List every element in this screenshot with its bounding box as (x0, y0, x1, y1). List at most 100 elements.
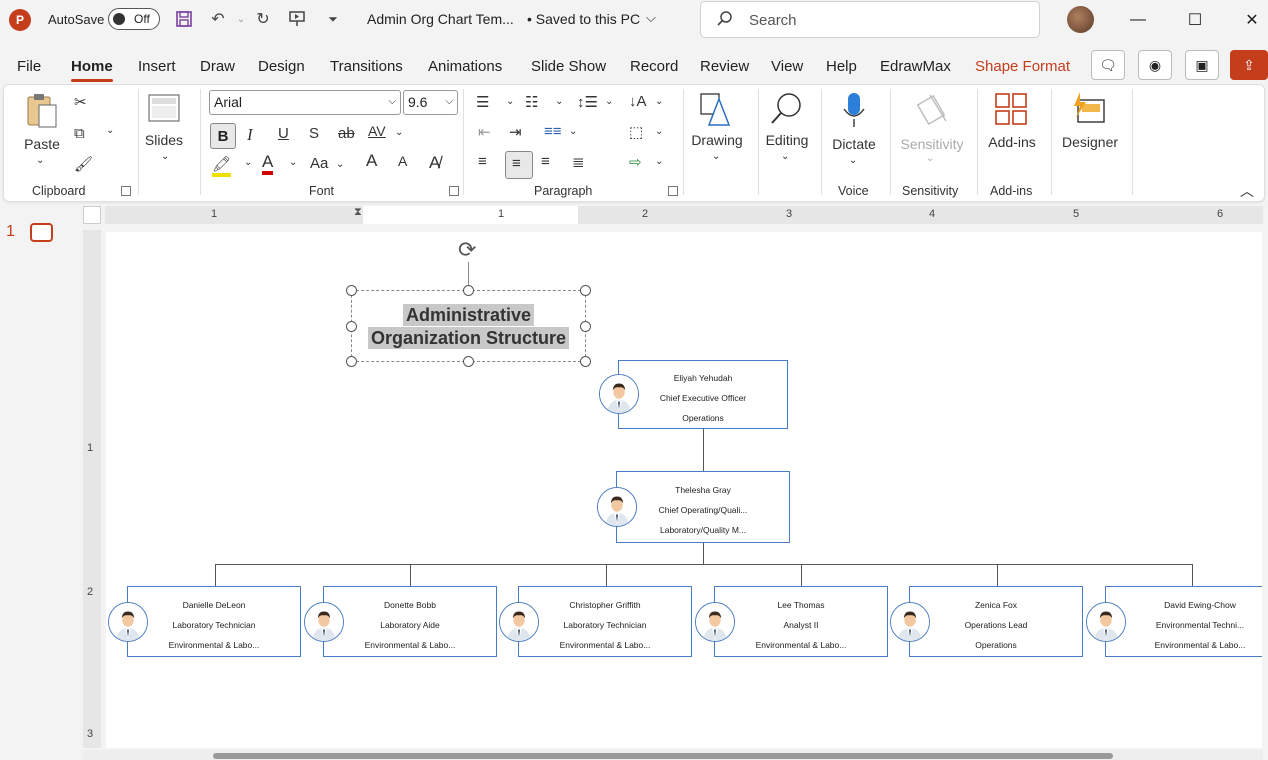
copy-icon[interactable]: ⧉ (74, 125, 85, 142)
tab-draw[interactable]: Draw (200, 58, 236, 75)
smartart-icon[interactable]: ⇨ (629, 154, 642, 171)
customize-toolbar-icon[interactable]: ⏷ (328, 11, 338, 26)
align-left-icon[interactable]: ≡ (478, 153, 487, 170)
paste-dropdown-icon[interactable]: ⌄ (36, 155, 45, 166)
resize-handle[interactable] (580, 356, 591, 367)
numbering-icon[interactable]: ☷ (525, 94, 539, 111)
sensitivity-icon[interactable] (916, 91, 950, 127)
designer-button[interactable]: Designer (1061, 134, 1119, 150)
decrease-indent-icon[interactable]: ⇤ (478, 124, 491, 141)
dictate-dropdown-icon[interactable]: ⌄ (849, 155, 858, 166)
align-text-icon[interactable]: ⬚ (629, 124, 644, 141)
horizontal-ruler[interactable]: 1 1 2 3 4 5 6 ⧗ (105, 206, 1263, 224)
indent-marker-icon[interactable]: ⧗ (354, 206, 362, 218)
font-color-icon[interactable]: A (262, 153, 274, 175)
slides-dropdown-icon[interactable]: ⌄ (161, 151, 170, 162)
editing-dropdown-icon[interactable]: ⌄ (781, 151, 790, 162)
paste-icon[interactable] (24, 91, 60, 131)
editing-button[interactable]: Editing (765, 132, 809, 148)
line-spacing-dropdown-icon[interactable]: ⌄ (605, 96, 614, 107)
resize-handle[interactable] (580, 321, 591, 332)
character-spacing-button[interactable]: AV (368, 123, 386, 139)
vertical-ruler[interactable]: 1 2 3 (83, 230, 101, 748)
rotate-handle-icon[interactable]: ⟳ (458, 237, 477, 262)
underline-button[interactable]: U (278, 125, 289, 142)
minimize-icon[interactable]: — (1130, 11, 1146, 28)
numbering-dropdown-icon[interactable]: ⌄ (555, 96, 564, 107)
grow-font-button[interactable]: A (366, 151, 378, 170)
font-color-dropdown-icon[interactable]: ⌄ (289, 157, 298, 168)
title-textbox[interactable]: Administrative Organization Structure (351, 290, 586, 362)
org-node-staff[interactable]: Danielle DeLeon Laboratory Technician En… (127, 586, 301, 657)
text-direction-dropdown-icon[interactable]: ⌄ (655, 96, 664, 107)
chevron-down-icon[interactable]: ⌵ (646, 10, 656, 25)
line-spacing-icon[interactable]: ↕☰ (577, 94, 598, 111)
scrollbar-thumb[interactable] (213, 753, 1113, 759)
justify-icon[interactable]: ≣ (572, 154, 585, 171)
resize-handle[interactable] (346, 285, 357, 296)
strikethrough-button[interactable]: ab (338, 125, 355, 142)
close-icon[interactable]: ✕ (1245, 12, 1259, 29)
undo-icon[interactable]: ↶ (211, 11, 225, 28)
vertical-scrollbar[interactable] (1262, 232, 1268, 748)
org-node-staff[interactable]: Christopher Griffith Laboratory Technici… (518, 586, 692, 657)
tab-selector[interactable] (83, 206, 101, 224)
highlight-dropdown-icon[interactable]: ⌄ (244, 157, 253, 168)
tab-help[interactable]: Help (826, 58, 857, 75)
tab-insert[interactable]: Insert (138, 58, 176, 75)
search-input[interactable]: Search (700, 1, 1040, 38)
paste-button[interactable]: Paste (24, 136, 60, 152)
increase-indent-icon[interactable]: ⇥ (509, 124, 522, 141)
cut-icon[interactable]: ✂ (74, 94, 87, 111)
dictate-button[interactable]: Dictate (832, 136, 876, 152)
highlight-icon[interactable]: 🖍 (212, 155, 232, 177)
designer-icon[interactable] (1070, 91, 1106, 127)
tab-record[interactable]: Record (630, 58, 679, 75)
slides-button[interactable]: Slides (144, 132, 184, 148)
columns-dropdown-icon[interactable]: ⌄ (569, 126, 578, 137)
tab-edrawmax[interactable]: EdrawMax (880, 58, 951, 75)
format-painter-icon[interactable]: 🖌 (74, 156, 94, 173)
horizontal-scrollbar[interactable] (83, 750, 1263, 760)
autosave-toggle[interactable]: Off (108, 8, 160, 30)
new-slide-icon[interactable] (147, 93, 181, 123)
record-button[interactable]: ◉ (1138, 50, 1172, 80)
tab-review[interactable]: Review (700, 58, 750, 75)
org-node-staff[interactable]: Lee Thomas Analyst II Environmental & La… (714, 586, 888, 657)
text-direction-icon[interactable]: ↓A (629, 93, 647, 110)
drawing-dropdown-icon[interactable]: ⌄ (712, 151, 721, 162)
editing-icon[interactable] (769, 91, 805, 127)
align-right-icon[interactable]: ≡ (541, 153, 550, 170)
tab-slide-show[interactable]: Slide Show (531, 58, 607, 75)
bullets-icon[interactable]: ☰ (476, 94, 490, 111)
resize-handle[interactable] (346, 356, 357, 367)
present-icon[interactable] (286, 8, 308, 30)
microphone-icon[interactable] (839, 91, 869, 131)
font-launcher-icon[interactable] (449, 186, 459, 196)
comments-button[interactable]: 🗨 (1091, 50, 1125, 80)
document-title[interactable]: Admin Org Chart Tem... (367, 11, 514, 27)
drawing-icon[interactable] (699, 91, 733, 127)
sensitivity-button[interactable]: Sensitivity (900, 136, 964, 152)
tab-view[interactable]: View (771, 58, 804, 75)
columns-icon[interactable]: ≡≡ (544, 123, 562, 140)
copy-dropdown-icon[interactable]: ⌄ (106, 125, 115, 136)
addins-icon[interactable] (994, 91, 1028, 127)
clear-formatting-icon[interactable]: A̸ (429, 153, 441, 172)
tab-file[interactable]: File (17, 58, 42, 75)
share-button[interactable]: ⇪ (1230, 50, 1268, 80)
teams-button[interactable]: ▣ (1185, 50, 1219, 80)
resize-handle[interactable] (580, 285, 591, 296)
font-size-select[interactable]: 9.6⌵ (403, 90, 458, 115)
italic-button[interactable]: I (247, 125, 253, 144)
undo-dropdown-icon[interactable]: ⌄ (236, 13, 246, 25)
org-node-staff[interactable]: Donette Bobb Laboratory Aide Environment… (323, 586, 497, 657)
collapse-ribbon-icon[interactable]: ︿ (1240, 183, 1254, 199)
tab-shape-format[interactable]: Shape Format (975, 58, 1071, 75)
shrink-font-button[interactable]: A (398, 153, 408, 169)
clipboard-launcher-icon[interactable] (121, 186, 131, 196)
redo-icon[interactable]: ↻ (256, 11, 270, 28)
bold-button[interactable]: B (210, 123, 236, 149)
resize-handle[interactable] (463, 285, 474, 296)
font-name-select[interactable]: Arial⌵ (209, 90, 401, 115)
